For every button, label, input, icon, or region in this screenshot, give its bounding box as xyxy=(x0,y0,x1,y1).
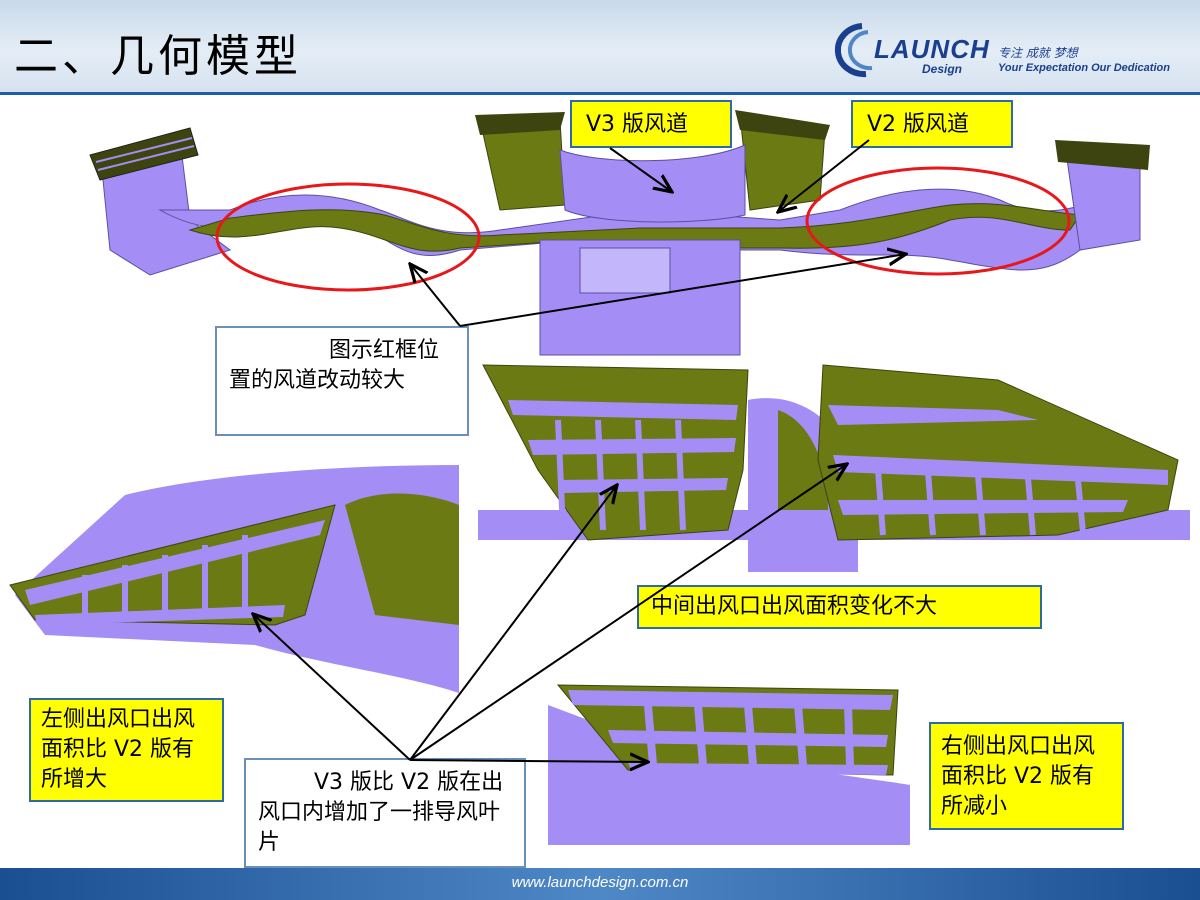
callout-blade-note-text: V3 版比 V2 版在出风口内增加了一排导风叶片 xyxy=(258,770,504,855)
callout-red-frame-note: 图示红框位置的风道改动较大 xyxy=(215,326,469,436)
footer-url[interactable]: www.launchdesign.com.cn xyxy=(511,874,689,891)
footer-bar: www.launchdesign.com.cn xyxy=(0,868,1200,900)
callout-right-outlet: 右侧出风口出风面积比 V2 版有所减小 xyxy=(929,722,1124,830)
callout-left-outlet-text: 左侧出风口出风面积比 V2 版有所增大 xyxy=(41,707,196,792)
callout-v2-duct-text: V2 版风道 xyxy=(867,112,970,137)
callout-left-outlet: 左侧出风口出风面积比 V2 版有所增大 xyxy=(29,698,224,802)
logo-slogan: 专注 成就 梦想 xyxy=(998,46,1078,60)
callout-v3-duct: V3 版风道 xyxy=(570,100,732,148)
left-outlet-render xyxy=(9,465,459,693)
page-title: 二、几何模型 xyxy=(14,31,302,82)
logo-swoosh-icon xyxy=(835,23,873,78)
duct-assembly-render xyxy=(89,110,1150,356)
callout-v2-duct: V2 版风道 xyxy=(851,100,1013,148)
logo-wordmark: LAUNCH xyxy=(874,34,990,64)
callout-red-frame-note-text: 图示红框位置的风道改动较大 xyxy=(229,338,440,393)
highlight-ellipse-left xyxy=(215,182,481,292)
logo-subtitle: Design xyxy=(922,62,963,76)
header-bar: 二、几何模型 LAUNCH Design 专注 成就 梦想 Your Expec… xyxy=(0,0,1200,95)
middle-outlet-render xyxy=(478,364,1190,572)
launch-logo: LAUNCH Design 专注 成就 梦想 Your Expectation … xyxy=(822,20,1192,80)
callout-middle-outlet: 中间出风口出风面积变化不大 xyxy=(637,585,1042,629)
callout-middle-outlet-text: 中间出风口出风面积变化不大 xyxy=(651,594,938,619)
callout-v3-duct-text: V3 版风道 xyxy=(586,112,689,137)
highlight-ellipse-right xyxy=(805,166,1071,276)
callout-blade-note: V3 版比 V2 版在出风口内增加了一排导风叶片 xyxy=(244,758,526,868)
logo-tagline: Your Expectation Our Dedication xyxy=(998,62,1170,74)
callout-right-outlet-text: 右侧出风口出风面积比 V2 版有所减小 xyxy=(941,734,1096,819)
